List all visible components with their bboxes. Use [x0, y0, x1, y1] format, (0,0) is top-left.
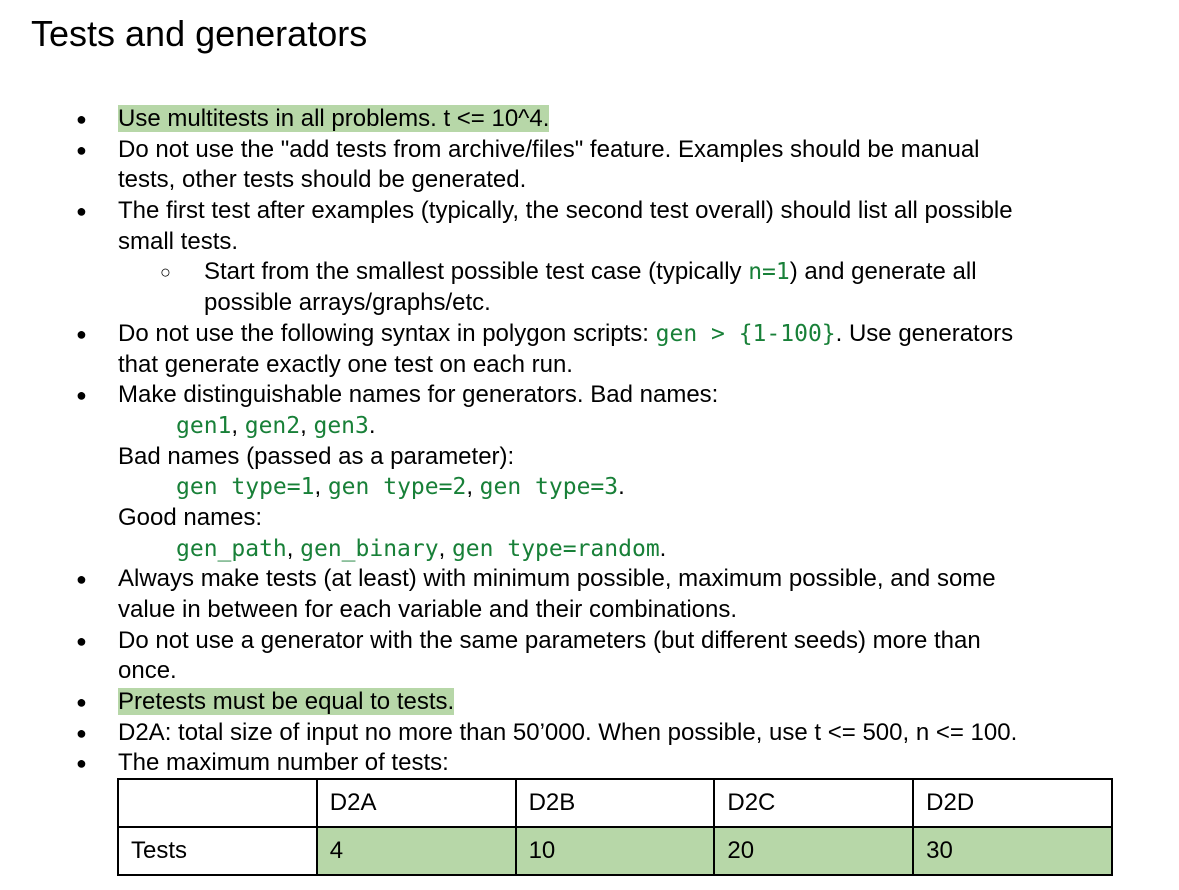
bullet-icon: ● — [76, 323, 87, 344]
table-cell: 30 — [912, 826, 1113, 876]
item-text: value in between for each variable and t… — [118, 596, 738, 623]
highlighted-text: Pretests must be equal to tests. — [118, 688, 455, 716]
table-cell: 10 — [514, 826, 716, 876]
bullet-icon: ● — [76, 109, 87, 129]
item-text: possible arrays/graphs/etc. — [204, 289, 491, 317]
list-item: ● Always make tests (at least) with mini… — [0, 564, 1179, 595]
item-text: D2A: total size of input no more than 50… — [118, 718, 1018, 746]
item-text: Good names: — [118, 503, 263, 531]
sub-list-item: ○ Start from the smallest possible test … — [0, 257, 1179, 288]
list-item: ● D2A: total size of input no more than … — [0, 718, 1179, 749]
inline-code: gen_path — [176, 535, 287, 562]
bullet-icon: ● — [76, 753, 87, 774]
inline-code: gen3 — [313, 412, 369, 439]
table-cell: 20 — [713, 826, 915, 876]
inline-code: gen type=1 — [176, 474, 315, 501]
item-text: Make distinguishable names for generator… — [118, 381, 719, 409]
sub-list-item-continuation: possible arrays/graphs/etc. — [0, 288, 1179, 319]
list-item-continuation: Good names: — [0, 503, 1179, 534]
list-item: ● Do not use the following syntax in pol… — [0, 319, 1179, 350]
bullet-icon: ● — [76, 201, 87, 222]
bullet-icon: ● — [76, 139, 87, 160]
list-item: ● Do not use the "add tests from archive… — [0, 135, 1179, 166]
list-item: ● The maximum number of tests: — [0, 748, 1179, 779]
list-item-continuation: tests, other tests should be generated. — [0, 165, 1179, 196]
list-item-continuation: value in between for each variable and t… — [0, 595, 1179, 626]
item-text: tests, other tests should be generated. — [118, 166, 527, 194]
table-cell: Tests — [117, 826, 318, 876]
item-text: Always make tests (at least) with minimu… — [118, 565, 996, 593]
table-header-cell: D2A — [315, 778, 517, 828]
list-item-continuation: small tests. — [0, 227, 1179, 258]
list-item: ● The first test after examples (typical… — [0, 196, 1179, 227]
item-text: The first test after examples (typically… — [118, 197, 1013, 225]
inline-code: gen type=random — [451, 535, 660, 562]
item-text: . Use generators — [835, 319, 1014, 347]
bullet-icon: ● — [76, 385, 87, 406]
highlighted-text: Use multitests in all problems. t <= 10^… — [118, 105, 550, 132]
table-header-cell: D2C — [713, 778, 915, 828]
bullet-icon: ● — [76, 722, 87, 743]
item-text: Start from the smallest possible test ca… — [204, 258, 749, 286]
item-text: The maximum number of tests: — [118, 749, 449, 777]
inline-code: gen_binary — [300, 535, 439, 562]
list-item: ● Do not use a generator with the same p… — [0, 626, 1179, 657]
item-text: small tests. — [118, 227, 239, 255]
list-item-continuation: once. — [0, 656, 1179, 687]
bullet-icon: ● — [76, 630, 87, 651]
code-line: gen_path, gen_binary, gen type=random. — [176, 534, 667, 562]
inline-code: gen2 — [244, 412, 301, 439]
item-text: Do not use the "add tests from archive/f… — [118, 135, 980, 163]
item-text: once. — [118, 657, 177, 685]
table-row: Tests 4 10 20 30 — [117, 826, 1113, 876]
page-title: Tests and generators — [31, 13, 368, 54]
item-text: Bad names (passed as a parameter): — [118, 442, 515, 470]
hollow-bullet-icon: ○ — [160, 262, 171, 283]
code-line: gen1, gen2, gen3. — [176, 411, 376, 439]
document-body: ● Use multitests in all problems. t <= 1… — [0, 104, 1179, 779]
list-item: ● Pretests must be equal to tests. — [0, 687, 1179, 718]
inline-code: gen > {1-100} — [655, 320, 836, 347]
inline-code: n=1 — [748, 259, 790, 286]
inline-code: gen type=3 — [479, 474, 619, 501]
list-item: ● Make distinguishable names for generat… — [0, 380, 1179, 411]
item-text: Do not use a generator with the same par… — [118, 626, 981, 654]
item-text: Do not use the following syntax in polyg… — [118, 319, 656, 347]
table-header-cell: D2B — [514, 778, 716, 828]
item-text: ) and generate all — [789, 258, 977, 286]
code-line: gen type=1, gen type=2, gen type=3. — [176, 473, 625, 501]
bullet-icon: ● — [76, 569, 87, 590]
inline-code: gen1 — [176, 412, 232, 439]
item-text: that generate exactly one test on each r… — [118, 350, 573, 378]
table-cell: 4 — [315, 826, 517, 876]
inline-code: gen type=2 — [327, 474, 467, 501]
tests-table: D2A D2B D2C D2D Tests 4 10 20 30 — [117, 778, 1113, 876]
list-item-continuation: that generate exactly one test on each r… — [0, 350, 1179, 381]
table-header-cell: D2D — [912, 778, 1113, 828]
bullet-icon: ● — [76, 692, 87, 713]
list-item: ● Use multitests in all problems. t <= 1… — [0, 104, 1179, 135]
table-header-row: D2A D2B D2C D2D — [117, 778, 1113, 828]
list-item-continuation: Bad names (passed as a parameter): — [0, 442, 1179, 473]
table-header-cell — [117, 778, 318, 828]
